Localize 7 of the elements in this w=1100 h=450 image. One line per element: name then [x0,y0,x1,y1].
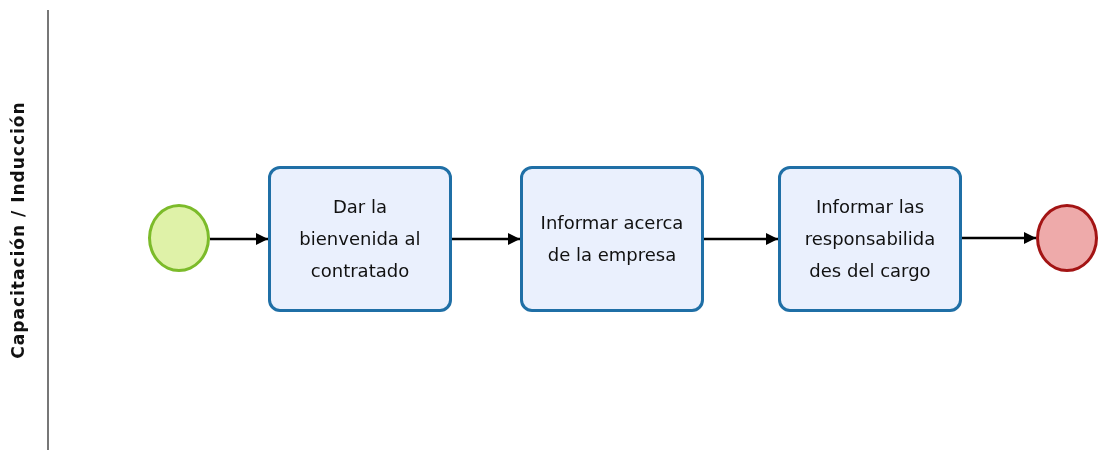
task-box: Informar las responsabilida des del cargo [778,166,962,312]
task-box: Dar la bienvenida al contratado [268,166,452,312]
arrow [452,232,520,246]
arrow [210,232,268,246]
arrow [704,232,778,246]
task-box: Informar acerca de la empresa [520,166,704,312]
lane-label: Capacitación / Inducción [8,101,28,359]
